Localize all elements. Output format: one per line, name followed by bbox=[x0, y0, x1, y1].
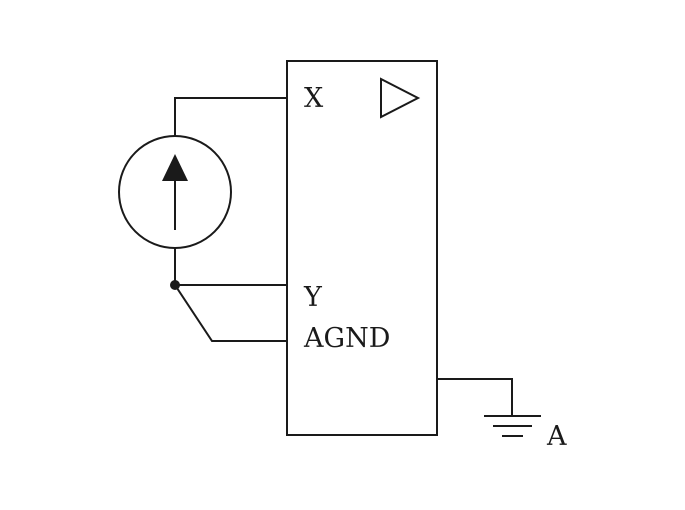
ground-icon bbox=[484, 415, 541, 437]
wire-ground bbox=[436, 378, 513, 417]
pin-label-x: X bbox=[304, 83, 324, 114]
pin-label-agnd: AGND bbox=[303, 323, 390, 354]
pin-label-y: Y bbox=[303, 282, 323, 313]
wire-agnd bbox=[173, 283, 288, 342]
wire-x bbox=[174, 97, 288, 137]
ground-label: A bbox=[546, 421, 567, 452]
device-block bbox=[286, 60, 438, 436]
arrow-up-icon bbox=[162, 154, 188, 181]
current-source-icon bbox=[118, 135, 232, 249]
amplifier-triangle-icon bbox=[380, 77, 421, 119]
